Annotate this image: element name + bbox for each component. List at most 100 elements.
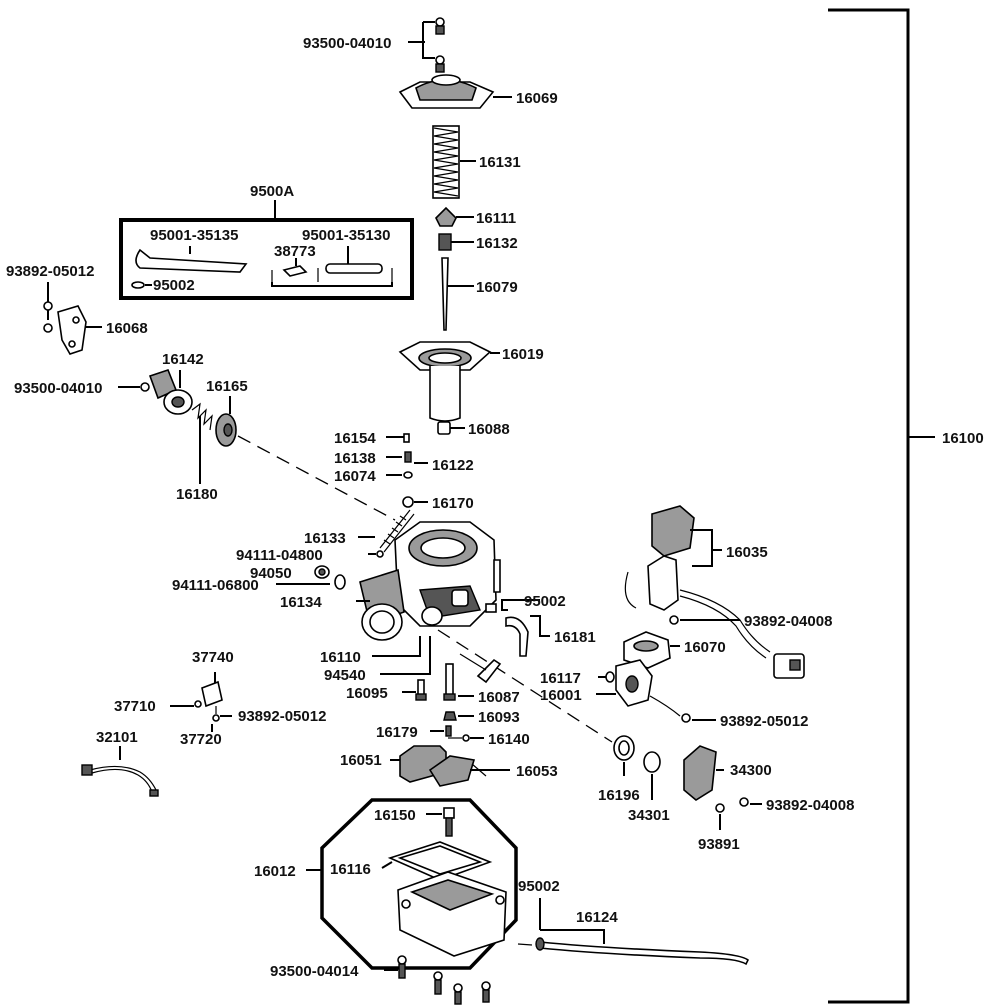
part-16068-bracket [43,282,102,355]
label-95002-kit: 95002 [153,277,195,294]
part-16180-spring [191,402,213,484]
label-16053: 16053 [516,763,558,780]
label-16110: 16110 [320,649,361,666]
leader-lines [520,599,606,695]
part-16132-clip [438,233,474,251]
label-95001-35135: 95001-35135 [150,227,238,244]
part-16138-spring [386,451,428,464]
part-16170-screw [402,496,428,508]
part-16074-oring [386,471,413,479]
part-16093-main-jet [443,711,474,721]
part-37740-sensor [170,672,232,732]
part-93892-05012-right-screw [681,713,716,723]
part-16142-valve-cover [118,369,193,415]
label-16100: 16100 [942,430,984,447]
part-16012-float-chamber-group [306,798,518,970]
part-16181-hose [501,599,550,657]
part-94111-04800-oring [368,550,384,558]
label-16069: 16069 [516,90,558,107]
part-16111-retainer [435,206,474,227]
label-16087: 16087 [478,689,520,706]
label-16116: 16116 [330,861,371,878]
label-16074: 16074 [334,468,376,485]
label-93891: 93891 [698,836,740,853]
label-93892-04008-bot: 93892-04008 [766,797,854,814]
label-16179: 16179 [376,724,418,741]
part-93500-04014-screws [384,955,491,1005]
part-16088-cap [437,421,465,435]
part-16095-jet [402,679,427,701]
label-93892-05012-mid: 93892-05012 [238,708,326,725]
label-38773: 38773 [274,243,316,260]
part-16131-spring [432,124,476,200]
part-16035-choke [624,505,805,679]
carburetor-body [356,521,501,641]
label-37720: 37720 [180,731,222,748]
label-93500-04010-left: 93500-04010 [14,380,102,397]
label-16070: 16070 [684,639,726,656]
part-32101-wire [81,746,159,797]
part-94050-plug [314,565,330,579]
label-16133: 16133 [304,530,346,547]
label-16095: 16095 [346,685,388,702]
label-16051: 16051 [340,752,382,769]
part-16069-cover [398,74,512,109]
label-16019: 16019 [502,346,544,363]
label-94050: 94050 [250,565,292,582]
label-16088: 16088 [468,421,510,438]
label-16132: 16132 [476,235,518,252]
part-16079-jet-needle [441,257,474,331]
part-16051-float [390,745,476,787]
label-16170: 16170 [432,495,474,512]
label-37710: 37710 [114,698,156,715]
label-37740: 37740 [192,649,234,666]
part-94540-clip [380,636,502,684]
label-16134: 16134 [280,594,322,611]
label-16111: 16111 [476,210,516,227]
part-94111-06800-oring [276,574,346,590]
part-16140-valve [448,734,484,742]
part-16019-diaphragm [398,341,500,422]
part-16154-screw [386,433,410,443]
label-93500-04014: 93500-04014 [270,963,359,980]
label-16180: 16180 [176,486,218,503]
label-16165: 16165 [206,378,248,395]
part-16070-holder [623,631,680,669]
part-16196-gasket [613,735,635,776]
label-16068: 16068 [106,320,148,337]
part-16001-body [604,659,681,717]
label-16154: 16154 [334,430,376,447]
part-16165-diaphragm [215,396,237,447]
part-labels: 93500-04010 16069 16131 16111 16132 1607… [6,35,984,980]
label-16140: 16140 [488,731,530,748]
label-16142: 16142 [162,351,204,368]
part-93892-04008-bot-screw [739,797,762,807]
label-93892-04008-top: 93892-04008 [744,613,832,630]
part-16053-pin [470,763,510,777]
part-34301-oring [643,751,661,800]
label-94111-06800: 94111-06800 [172,577,259,594]
label-16012: 16012 [254,863,296,880]
part-16117-oring [605,671,615,683]
label-16138: 16138 [334,450,376,467]
label-16131: 16131 [479,154,521,171]
label-34301: 34301 [628,807,670,824]
part-93891-screw [715,803,725,830]
part-16133-pilot-screw [358,509,415,553]
label-16093: 16093 [478,709,520,726]
label-16079: 16079 [476,279,518,296]
label-16122: 16122 [432,457,474,474]
assembly-bracket-16100 [828,8,935,1004]
part-16110-screw [372,636,421,657]
part-34300-sensor [683,745,724,801]
part-93892-04008-top-screw [669,615,740,625]
kit-9500A-box [119,200,414,300]
label-16196: 16196 [598,787,640,804]
part-16179-needle [430,725,452,737]
part-16087-needle-jet [443,663,474,701]
label-94111-04800: 94111-04800 [236,547,323,564]
label-16150: 16150 [374,807,416,824]
label-32101: 32101 [96,729,138,746]
